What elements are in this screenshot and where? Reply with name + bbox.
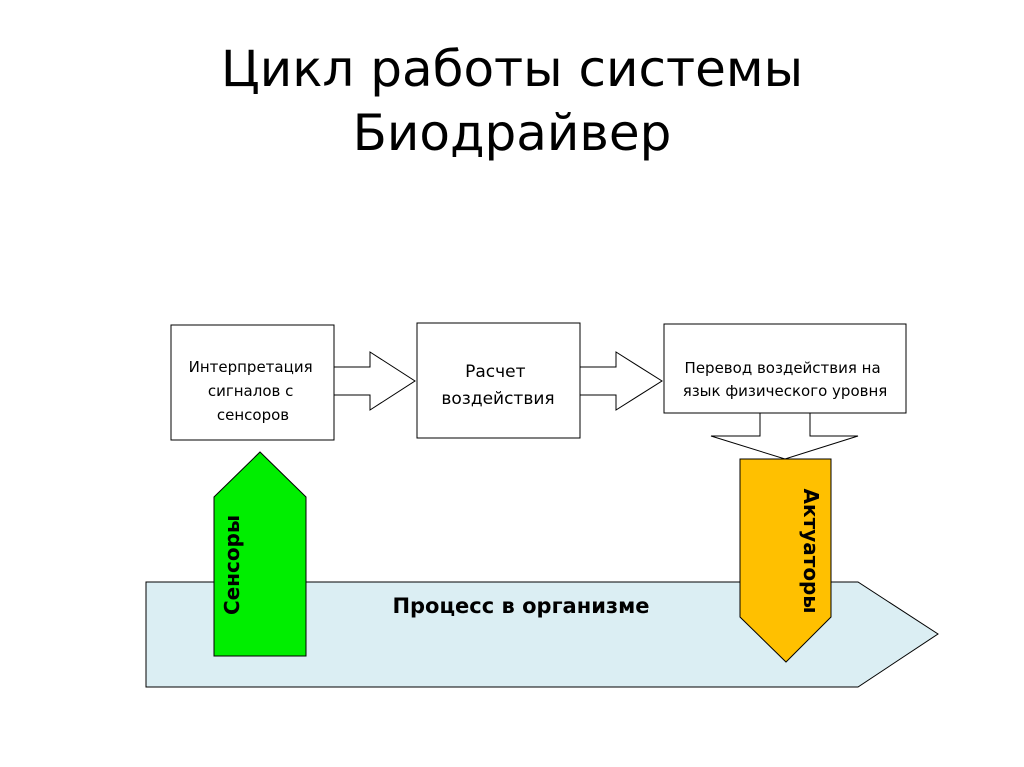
actuators-label: Актуаторы — [799, 489, 823, 614]
box-calculation-line-1: Расчет — [465, 362, 526, 382]
box-calculation-line-2: воздействия — [441, 389, 554, 409]
sensors-arrow — [213, 451, 307, 657]
box-translation-line-2: язык физического уровня — [683, 382, 888, 400]
slide-title-line-2: Биодрайвер — [352, 104, 672, 162]
arrow-translation-to-actuators — [710, 412, 859, 460]
box-interpretation-line-1: Интерпретация — [189, 358, 313, 376]
process-label: Процесс в организме — [392, 594, 649, 618]
svg-text:Перевод воздействия на я: Перевод воздействия на язык физического … — [683, 359, 888, 400]
box-translation — [663, 323, 907, 414]
svg-text:Расчет воздействия: Расчет воздействия — [441, 362, 554, 409]
box-calculation — [416, 322, 581, 439]
arrow-interpretation-to-calculation — [333, 351, 416, 411]
box-interpretation — [170, 324, 335, 441]
sensors-label: Сенсоры — [220, 515, 244, 615]
slide-title-line-1: Цикл работы системы — [220, 40, 804, 98]
box-interpretation-line-2: сигналов с — [208, 382, 294, 400]
actuators-arrow — [739, 458, 832, 663]
box-interpretation-line-3: сенсоров — [217, 406, 289, 424]
arrow-calculation-to-translation — [579, 351, 663, 411]
svg-text:Интерпретация сигналов с: Интерпретация сигналов с сенсоров — [189, 358, 318, 424]
box-translation-line-1: Перевод воздействия на — [685, 359, 881, 377]
